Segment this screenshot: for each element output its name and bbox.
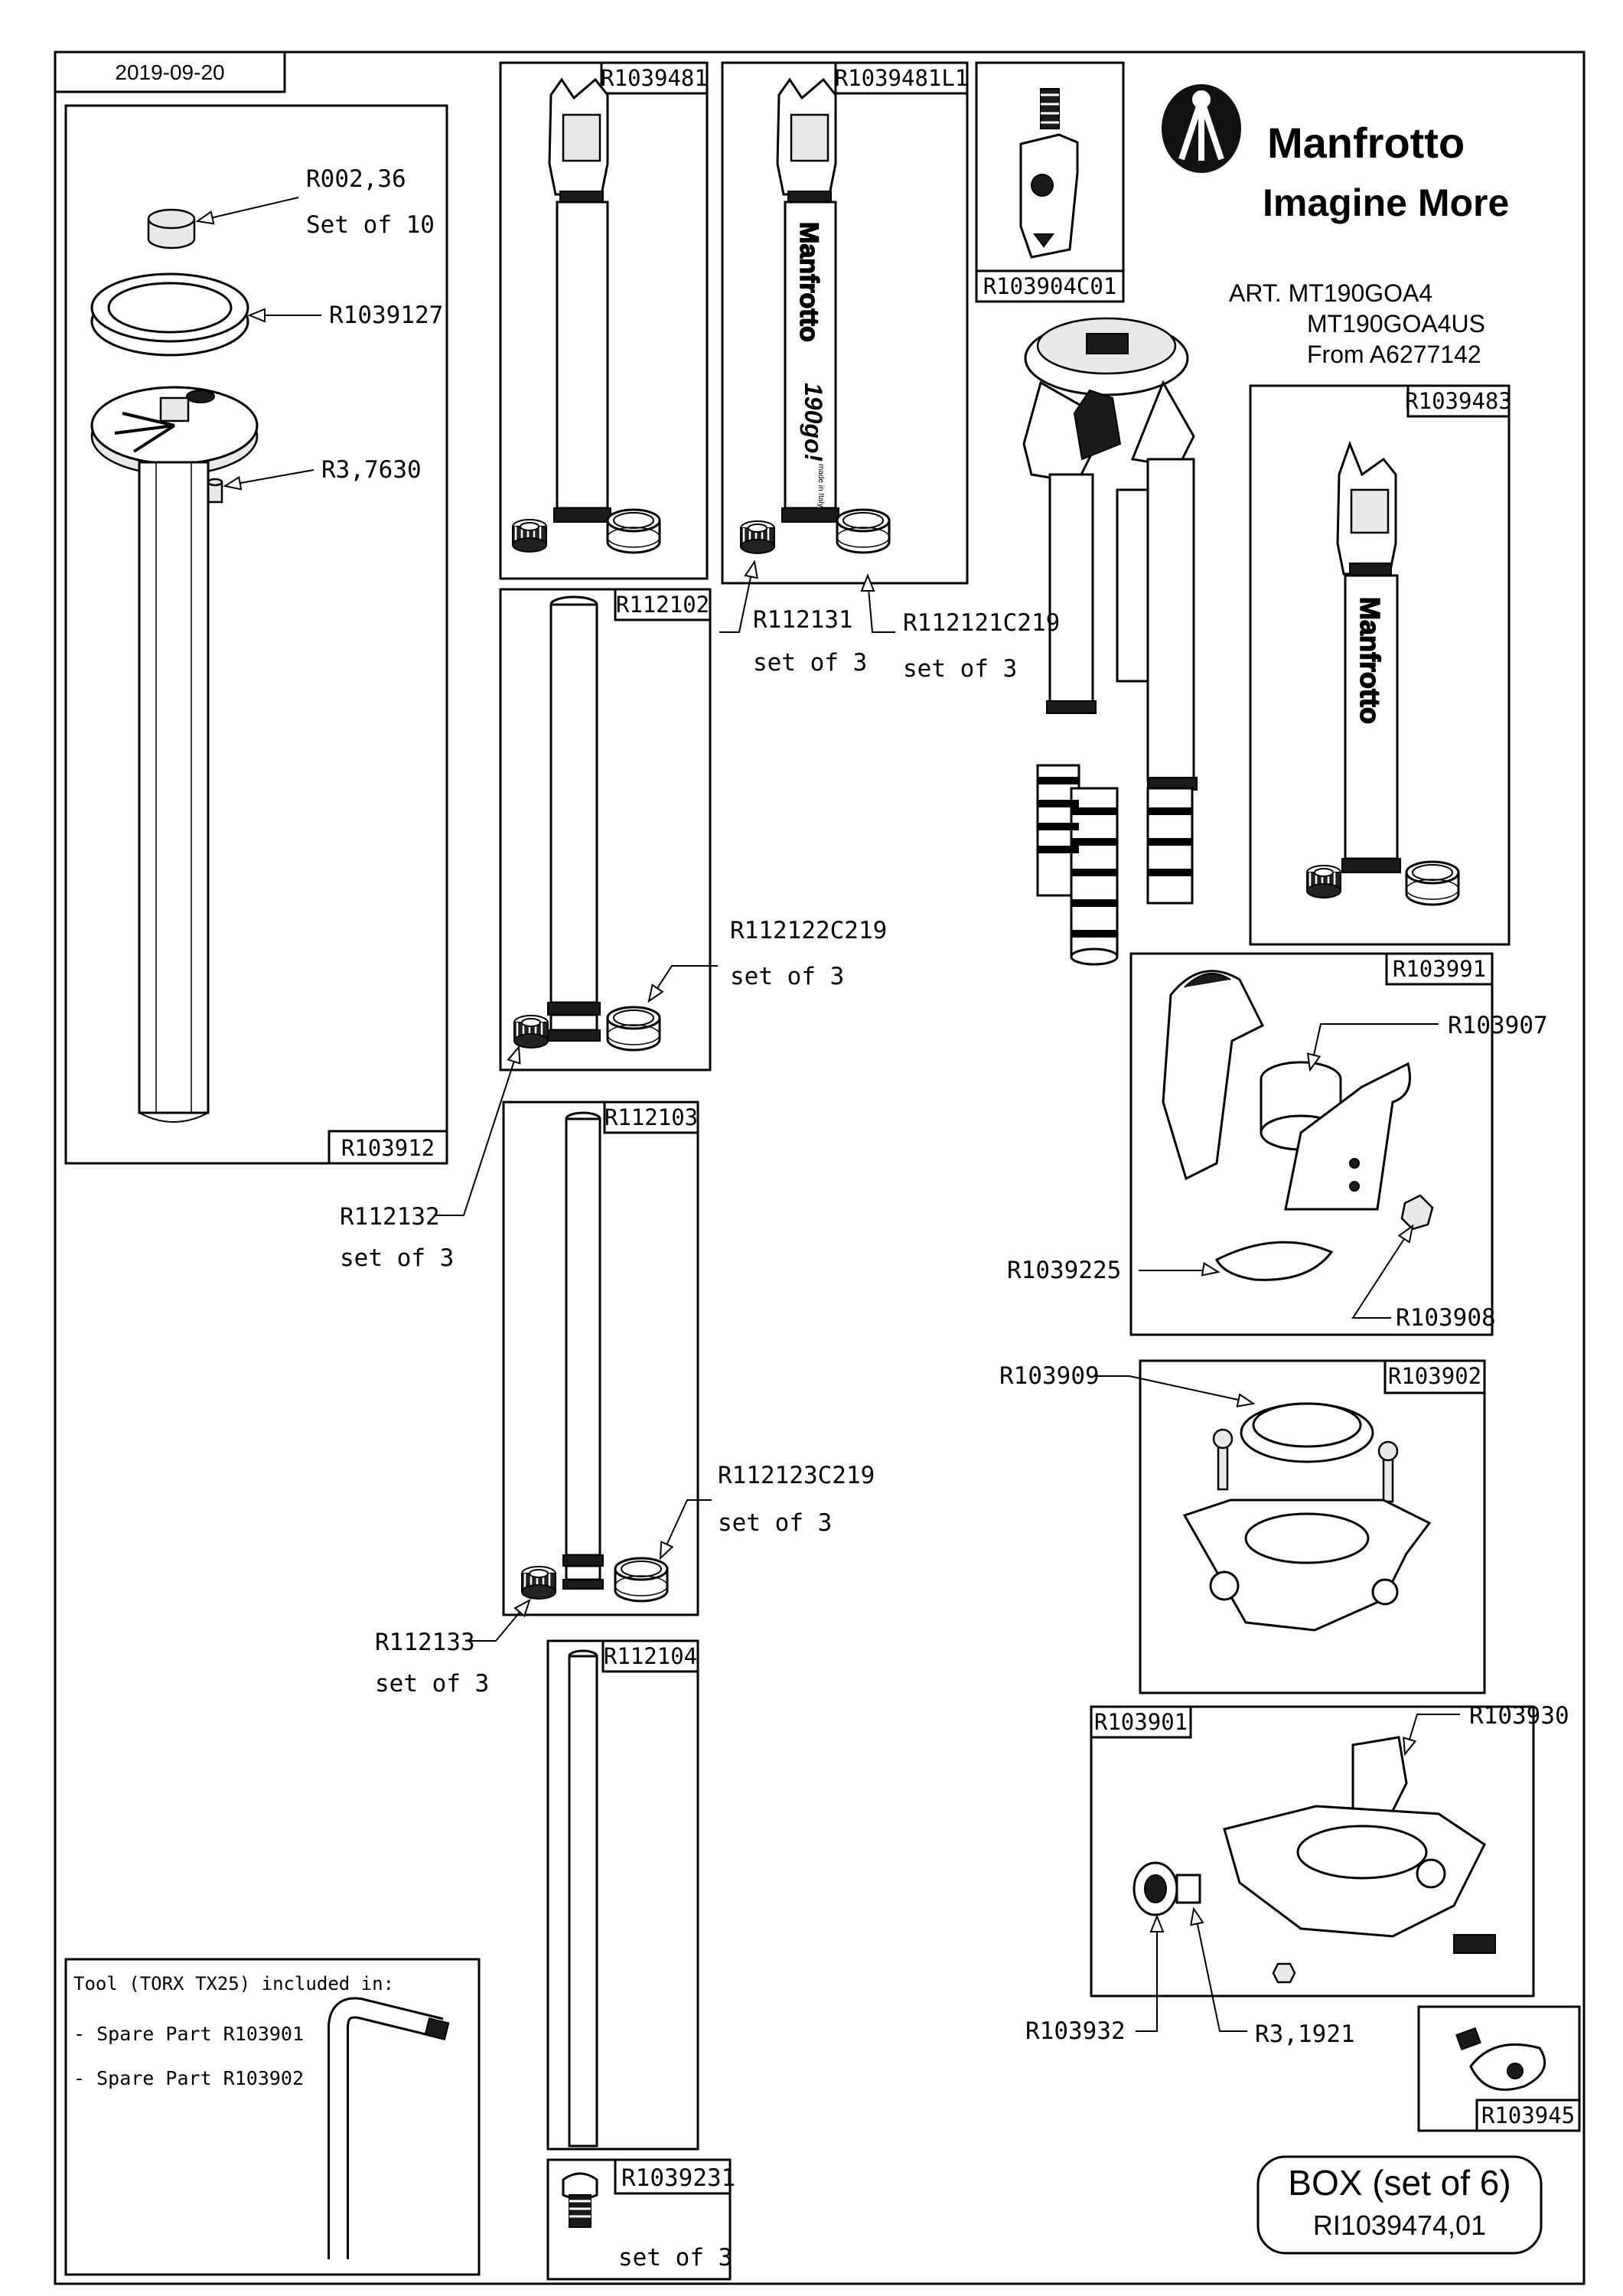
lock-133-callout: R112133 set of 3 — [375, 1595, 536, 1698]
bush-123-code: R112123C219 — [718, 1462, 875, 1489]
foot-qty: set of 3 — [618, 2244, 732, 2272]
leg-3-print-brand: Manfrotto — [1354, 597, 1386, 724]
tool-line-1: - Spare Part R103901 — [73, 2023, 304, 2045]
knob-code: R103945 — [1481, 2102, 1575, 2128]
spider-top-panel: R103902 R103909 — [999, 1359, 1486, 1694]
knob-panel: R103945 — [1417, 2005, 1581, 2132]
leg-print-brand: Manfrotto — [794, 222, 823, 342]
clip-code: R103904C01 — [983, 273, 1117, 299]
bush-121-code: R112121C219 — [903, 609, 1060, 637]
lock-133-qty: set of 3 — [375, 1670, 489, 1698]
tripod-icon — [1022, 317, 1198, 966]
tool-panel: Tool (TORX TX25) included in: - Spare Pa… — [64, 1958, 481, 2276]
r103908-code: R103908 — [1396, 1304, 1496, 1332]
spider-code: R103901 — [1094, 1709, 1188, 1735]
foot-code: R1039231 — [621, 2164, 735, 2192]
box-set-code: RI1039474,01 — [1313, 2210, 1486, 2241]
ring-part — [90, 272, 249, 357]
lock-131-code: R112131 — [753, 606, 853, 634]
tube-panel-2: R112102 R112122C219 set of 3 — [499, 588, 887, 1071]
leg-print-made: made in Italy — [816, 464, 825, 507]
leg-print-model: 190go! — [800, 383, 827, 461]
r1039225-code: R1039225 — [1007, 1257, 1121, 1284]
ring-code: R1039127 — [329, 302, 443, 329]
manfrotto-logo — [1162, 84, 1241, 173]
lock-131-qty: set of 3 — [753, 649, 867, 677]
lock-132-qty: set of 3 — [340, 1244, 454, 1272]
leg-1-callouts: R112131 set of 3 R112121C219 set of 3 — [719, 559, 1060, 683]
tool-title: Tool (TORX TX25) included in: — [73, 1973, 394, 1994]
date-label: 2019-09-20 — [115, 60, 224, 84]
tube-3-code: R112103 — [605, 1104, 698, 1130]
leg-3-code: R1039483 — [1405, 388, 1512, 414]
date-box: 2019-09-20 — [54, 51, 286, 93]
bush-123-qty: set of 3 — [718, 1509, 832, 1537]
tube-2-code: R112102 — [616, 592, 709, 618]
r103909-code: R103909 — [999, 1362, 1100, 1390]
cap-qty: Set of 10 — [306, 211, 435, 239]
article-line-2: MT190GOA4US — [1307, 310, 1485, 338]
tool-line-2: - Spare Part R103902 — [73, 2067, 304, 2089]
brand-tagline: Imagine More — [1263, 181, 1509, 224]
collar-code: R103991 — [1393, 956, 1486, 982]
column-tube — [138, 461, 210, 1123]
cap-code: R002,36 — [306, 165, 406, 193]
leg-panel-3: R1039483 Manfrotto — [1249, 384, 1512, 946]
center-column-code: R103912 — [341, 1135, 435, 1161]
leg-panel-1: R1039481 — [499, 61, 709, 580]
box-set-title: BOX (set of 6) — [1288, 2163, 1511, 2203]
torx-key-icon — [328, 1997, 450, 2259]
tripod-leg-sections — [1036, 764, 1194, 966]
leg-panel-1-l1: R1039481L1 Manfrotto 190go! made in Ital… — [721, 61, 969, 585]
spider-panel: R103901 R103930 R103932 R3,1921 — [1025, 1702, 1569, 2048]
pin-part — [207, 478, 223, 504]
spider-top-code: R103902 — [1388, 1363, 1481, 1389]
brand-name: Manfrotto — [1267, 119, 1465, 167]
drawing-frame — [54, 51, 1586, 2285]
foot-panel: R1039231 set of 3 — [546, 2158, 735, 2281]
bush-121-qty: set of 3 — [903, 655, 1017, 683]
bush-122-qty: set of 3 — [730, 963, 844, 990]
article-line-3: From A6277142 — [1307, 341, 1481, 368]
tube-4-code: R112104 — [604, 1643, 697, 1669]
bush-122-code: R112122C219 — [730, 917, 887, 944]
center-column-panel: R103912 — [64, 104, 448, 1165]
r103907-code: R103907 — [1448, 1012, 1548, 1039]
tube-panel-4: R112104 — [546, 1639, 699, 2151]
lock-133-code: R112133 — [375, 1629, 475, 1656]
leg-1-l1-code: R1039481L1 — [835, 65, 969, 91]
r103930-code: R103930 — [1469, 1702, 1569, 1730]
brand-block: Manfrotto Imagine More ART. MT190GOA4 MT… — [1162, 84, 1509, 368]
collar-panel: R103991 R103907 R1039225 R103908 — [1007, 952, 1548, 1336]
tube-panel-3: R112103 R112123C219 set of 3 — [502, 1101, 875, 1616]
cap-part — [147, 208, 196, 249]
r31921-code: R3,1921 — [1255, 2020, 1355, 2048]
pin-code: R3,7630 — [321, 456, 422, 484]
leg-1-code: R1039481 — [601, 65, 708, 91]
clip-panel: R103904C01 — [975, 61, 1125, 303]
r103932-code: R103932 — [1025, 2017, 1126, 2045]
lock-132-callout: R112132 set of 3 — [340, 1044, 526, 1272]
lock-132-code: R112132 — [340, 1203, 440, 1231]
article-line-1: ART. MT190GOA4 — [1229, 279, 1432, 307]
box-set-label: BOX (set of 6) RI1039474,01 — [1256, 2155, 1543, 2255]
column-plate — [90, 386, 259, 476]
